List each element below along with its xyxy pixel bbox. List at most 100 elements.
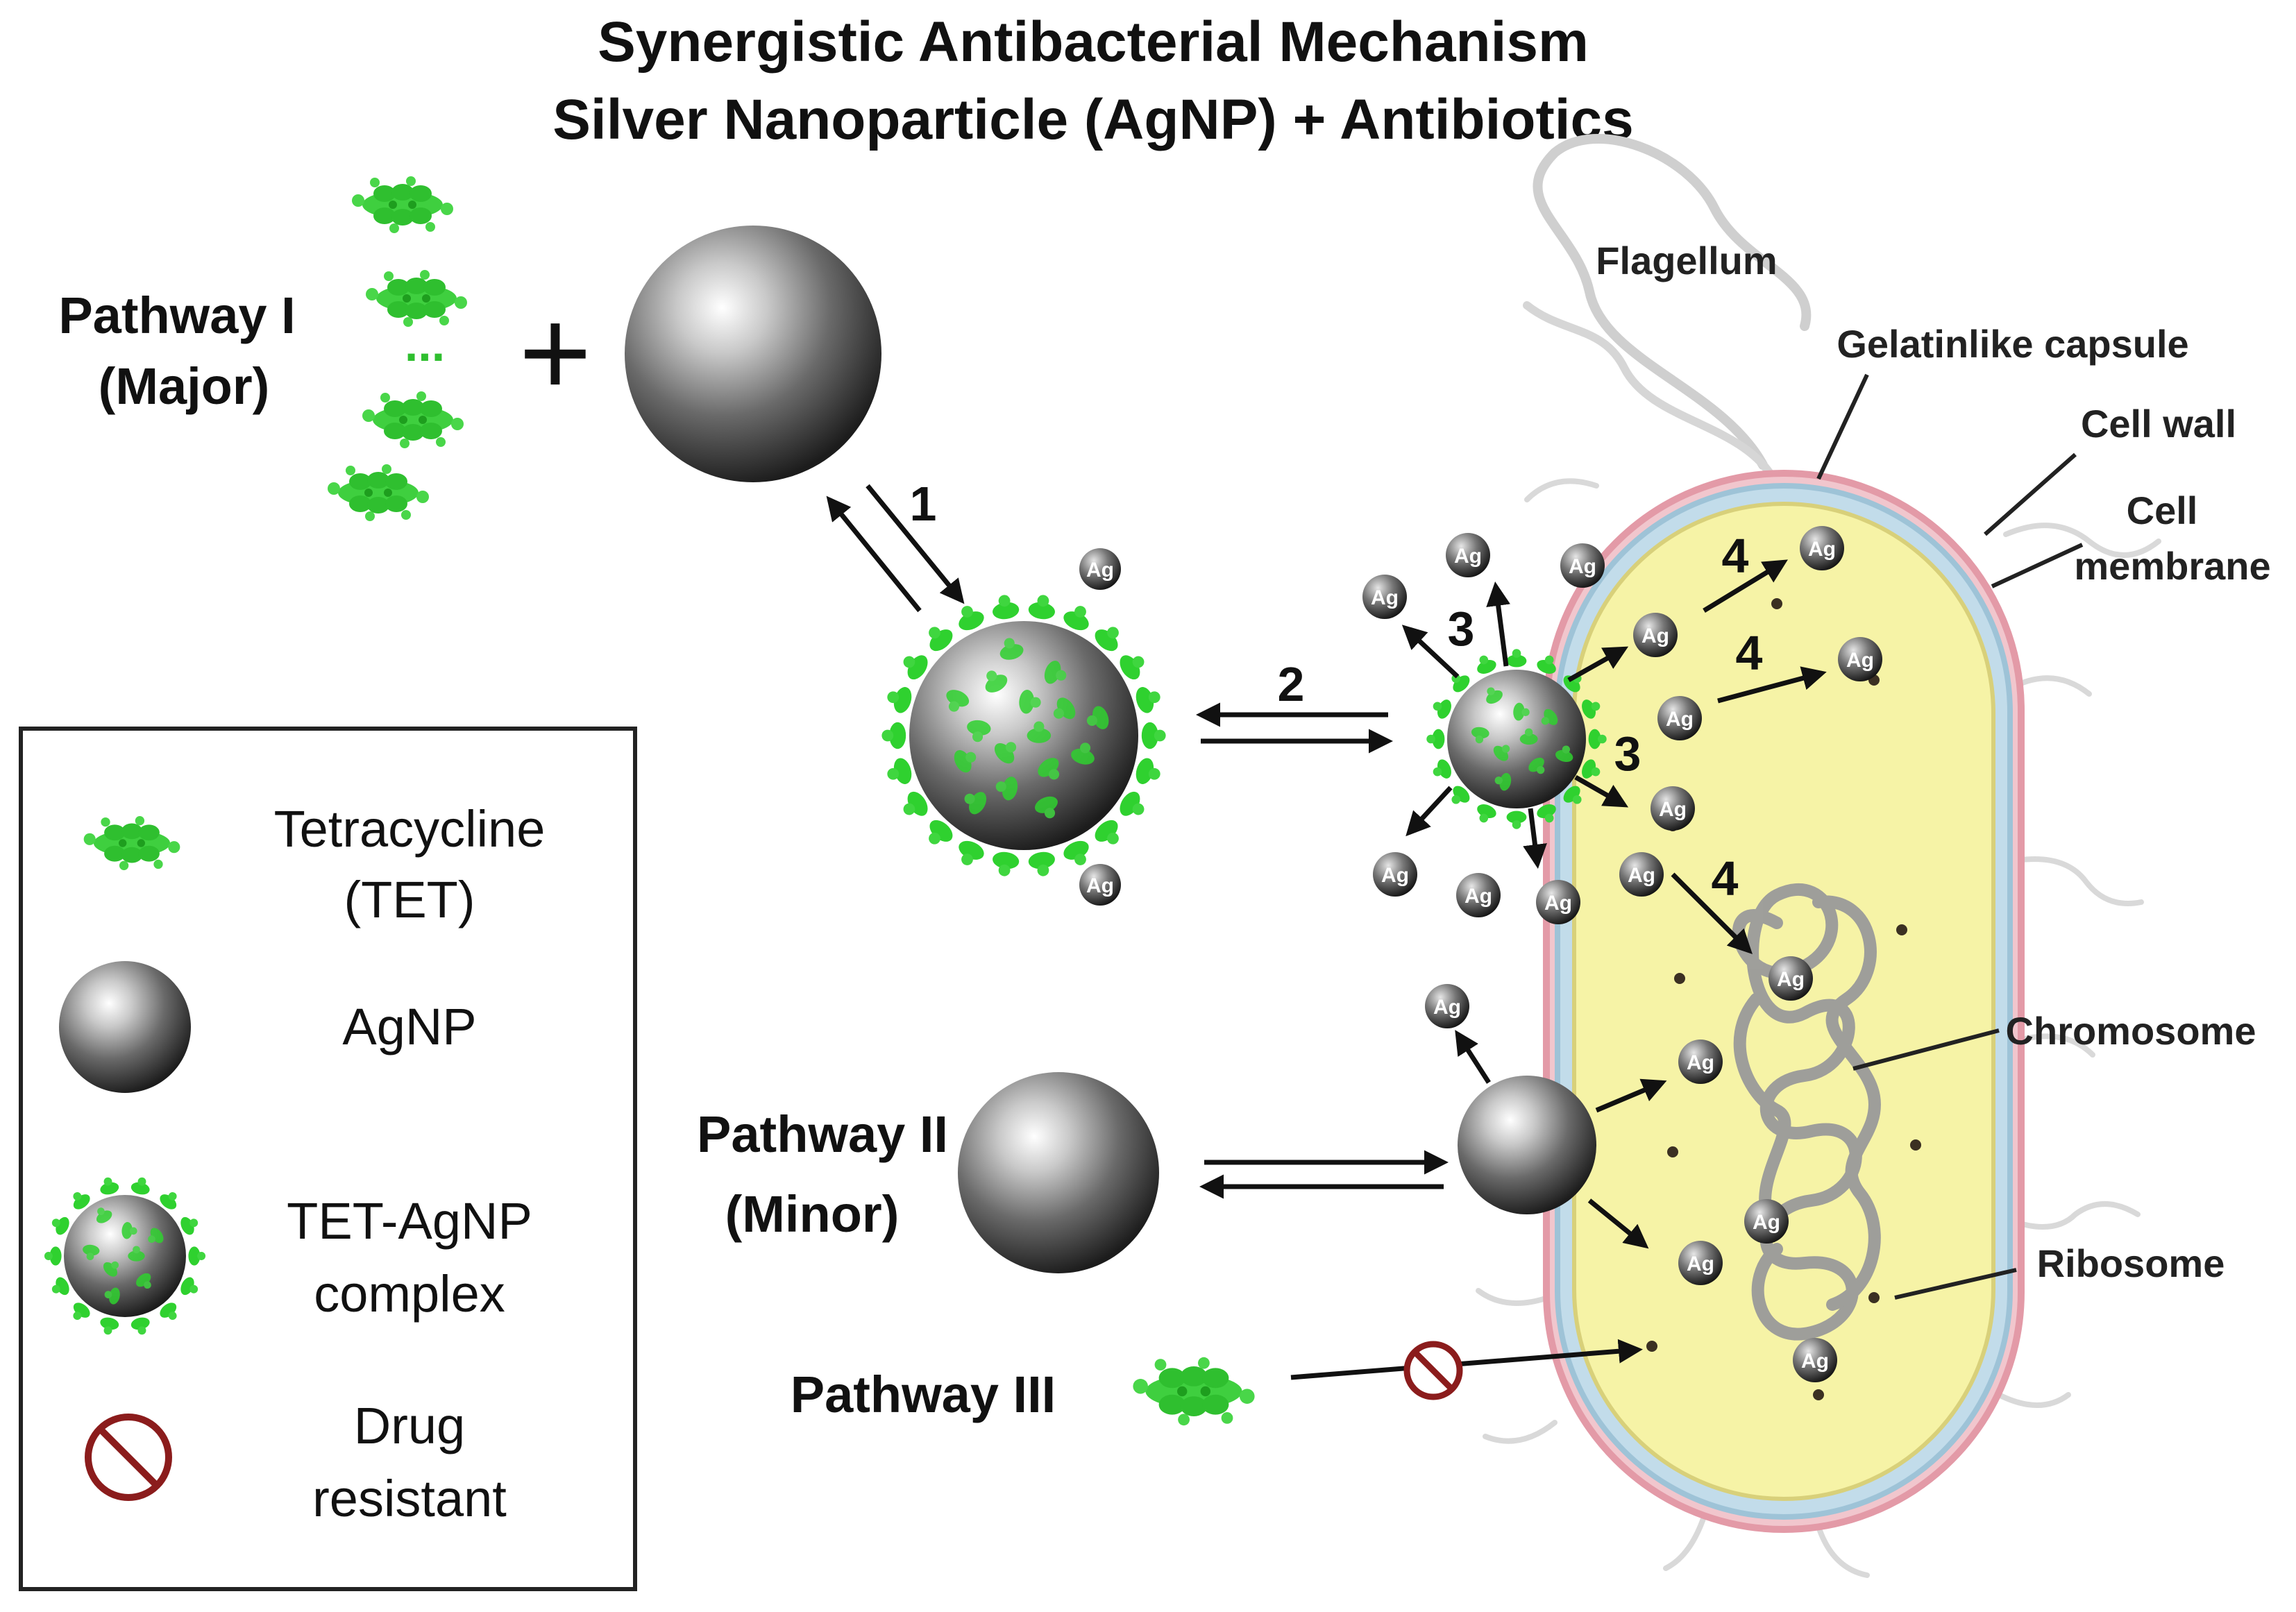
- pathway-2-release-arrows: [1455, 1030, 1667, 1249]
- label-chromosome: Chromosome: [2006, 1009, 2256, 1053]
- silver-ion-label: Ag: [1086, 559, 1114, 582]
- silver-ion-icon: Ag: [1456, 873, 1501, 917]
- legend: Tetracycline (TET) AgNP TET-AgNP complex…: [19, 727, 637, 1591]
- silver-ion-icon: Ag: [1678, 1040, 1723, 1084]
- agnp-sphere-icon: [625, 226, 881, 482]
- step-3-label: 3: [1614, 727, 1641, 781]
- silver-ion-icon: Ag: [1633, 613, 1678, 657]
- tetracycline-ligand: [1473, 652, 1499, 677]
- tetracycline-molecule-icon: [1133, 1357, 1255, 1426]
- ellipsis: ...: [405, 317, 445, 371]
- legend-resist-line-1: Drug: [354, 1397, 465, 1454]
- silver-ion-label: Ag: [1753, 1211, 1780, 1234]
- label-cell-wall: Cell wall: [2081, 402, 2236, 446]
- tetracycline-ligand: [1506, 649, 1527, 668]
- silver-ion-icon: Ag: [1362, 575, 1407, 619]
- silver-ion-icon: Ag: [1619, 852, 1664, 897]
- tetracycline-ligand: [1133, 682, 1164, 715]
- agnp-sphere-icon: [59, 961, 191, 1093]
- tetracycline-ligand: [1429, 695, 1454, 721]
- silver-ion-label: Ag: [1086, 874, 1114, 897]
- silver-ion-label: Ag: [1381, 864, 1409, 887]
- label-capsule: Gelatinlike capsule: [1837, 322, 2188, 366]
- tetracycline-ligand: [1061, 600, 1095, 634]
- tetracycline-ligand: [884, 756, 915, 789]
- silver-ion-label: Ag: [1801, 1350, 1829, 1373]
- chromosome: [1732, 883, 1881, 1341]
- tetracycline-ligand: [952, 837, 987, 871]
- tetracycline-molecule-icon: [328, 464, 429, 521]
- step-4-label: 4: [1736, 626, 1763, 680]
- legend-complex-line-1: TET-AgNP: [287, 1192, 532, 1250]
- leader-ribosome: [1894, 1268, 2017, 1300]
- silver-ion-label: Ag: [1687, 1253, 1714, 1275]
- pathway-1-label-line-1: Pathway I: [58, 287, 295, 344]
- label-membrane-line-2: membrane: [2074, 544, 2270, 588]
- tetracycline-ligand: [1061, 837, 1095, 871]
- silver-ion-label: Ag: [1666, 708, 1694, 731]
- legend-resist-line-2: resistant: [312, 1470, 507, 1527]
- pathway-3-blocked-arrow: [1290, 1339, 1643, 1380]
- silver-ion-label: Ag: [1454, 545, 1482, 568]
- pathway-2-label-line-2: (Minor): [725, 1185, 900, 1243]
- tetracycline-ligand: [1506, 811, 1527, 829]
- silver-ion-label: Ag: [1808, 538, 1836, 561]
- legend-tet-line-2: (TET): [344, 871, 475, 928]
- tetracycline-ligand: [1027, 593, 1058, 621]
- pathway-1-label-line-2: (Major): [99, 357, 270, 415]
- title-line-2: Silver Nanoparticle (AgNP) + Antibiotics: [552, 88, 1634, 151]
- tetracycline-ligand: [990, 593, 1020, 621]
- silver-ion-label: Ag: [1687, 1051, 1714, 1074]
- silver-ion-icon: Ag: [1744, 1199, 1789, 1244]
- tetracycline-ligand: [1027, 850, 1058, 879]
- silver-ion-icon: Ag: [1651, 786, 1695, 831]
- silver-ion-label: Ag: [1628, 864, 1655, 887]
- bacterium: [1476, 133, 2161, 1578]
- legend-complex-line-2: complex: [314, 1265, 505, 1323]
- silver-ion-label: Ag: [1464, 885, 1492, 908]
- leader-capsule: [1816, 373, 1869, 480]
- silver-ion-icon: Ag: [1838, 637, 1882, 681]
- cell-labels: Flagellum Gelatinlike capsule Cell wall …: [1596, 239, 2271, 1300]
- step-3-release-arrows: [1401, 582, 1629, 869]
- silver-ion-label: Ag: [1846, 649, 1874, 672]
- title-line-1: Synergistic Antibacterial Mechanism: [598, 10, 1589, 74]
- tet-agnp-complex-large: [881, 593, 1166, 879]
- tetracycline-ligand: [1133, 756, 1164, 789]
- drug-resistant-icon: [1403, 1341, 1463, 1400]
- tetracycline-ligand: [1429, 757, 1454, 783]
- label-ribosome: Ribosome: [2037, 1241, 2225, 1285]
- leader-membrane: [1991, 543, 2084, 588]
- silver-ion-label: Ag: [1777, 968, 1805, 991]
- silver-ion-icon: Ag: [1560, 543, 1605, 588]
- tetracycline-ligand: [952, 600, 987, 634]
- step-1-equilibrium: [826, 484, 965, 613]
- silver-ion-icon: Ag: [1536, 880, 1580, 924]
- flagellum-strand: [1523, 301, 1781, 490]
- silver-ion-icon: Ag: [1425, 984, 1469, 1028]
- silver-ion-icon: [1079, 864, 1121, 906]
- tetracycline-stack: ...: [328, 176, 467, 521]
- tetracycline-ligand: [1426, 729, 1445, 749]
- step-4-entry-arrows: [1671, 559, 1827, 954]
- agnp-sphere-icon: [958, 1072, 1159, 1273]
- legend-agnp: AgNP: [342, 998, 476, 1055]
- pathway-2-equilibrium: [1199, 1150, 1449, 1199]
- step-2-label: 2: [1278, 657, 1305, 711]
- tetracycline-ligand: [1141, 722, 1166, 749]
- silver-ion-label: Ag: [1569, 555, 1596, 578]
- tetracycline-ligand: [884, 682, 915, 715]
- step-4-label: 4: [1722, 529, 1749, 583]
- tetracycline-ligand: [881, 722, 906, 749]
- silver-ion-icon: Ag: [1769, 956, 1813, 1001]
- label-flagellum: Flagellum: [1596, 239, 1777, 282]
- leader-chromosome: [1852, 1028, 2000, 1071]
- silver-ion-label: Ag: [1659, 798, 1687, 821]
- silver-ion-icon: Ag: [1800, 526, 1844, 570]
- tetracycline-molecule-icon: [352, 176, 453, 233]
- silver-ion-label: Ag: [1371, 586, 1399, 609]
- silver-ion-icon: Ag: [1373, 852, 1417, 897]
- pathway-3-label: Pathway III: [791, 1366, 1056, 1423]
